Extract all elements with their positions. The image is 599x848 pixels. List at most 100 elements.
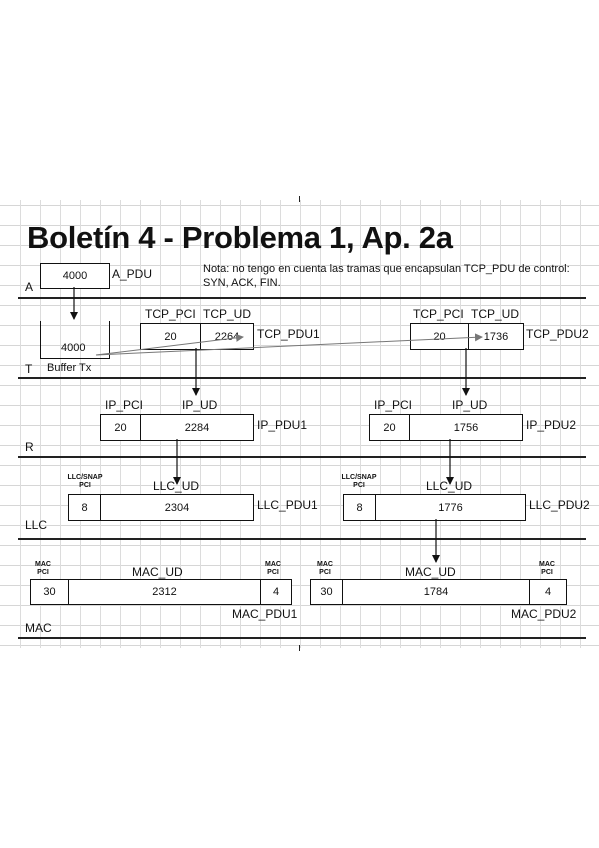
layer-label-t: T [25,362,33,376]
mac2-ud-cell: 1784 [343,580,530,604]
ip-pdu2-box: 20 1756 [369,414,523,441]
mac1-pci-cell: 30 [31,580,69,604]
mac1-ud-label: MAC_UD [132,565,183,579]
llc1-pci-label-line2: PCI [79,482,91,489]
grid-line-vertical [20,200,21,648]
llc1-pci-label-line1: LLC/SNAP [67,474,103,481]
grid-line-horizontal [0,505,599,506]
grid-line-horizontal [0,425,599,426]
layer-label-a: A [25,280,34,294]
a-pdu-value: 4000 [62,270,88,282]
layer-label-r: R [25,440,34,454]
tcp-pdu1-box: 20 2264 [140,323,254,350]
tcp2-ud-cell: 1736 [483,330,509,343]
mac2-tail-label-line1: MAC [539,561,555,568]
ip2-pci-cell: 20 [370,415,410,440]
mac2-tail-label-line2: PCI [541,569,553,576]
tcp-pdu2-box: 20 1736 [410,323,524,350]
llc-pdu2-label: LLC_PDU2 [529,498,590,512]
layer-line-llc [18,538,586,540]
mac2-ud-label: MAC_UD [405,565,456,579]
grid-line-horizontal [0,545,599,546]
mac2-pci-label-line1: MAC [317,561,333,568]
ip-pdu2-label: IP_PDU2 [526,418,577,432]
grid-line-vertical [320,200,321,648]
ip2-ud-cell: 1756 [453,421,479,434]
grid-line-vertical [580,200,581,648]
layer-line-t [18,377,586,379]
grid-line-vertical [340,200,341,648]
bottom-tick-mark [299,645,300,651]
mac2-pci-label-line2: PCI [319,569,331,576]
mac2-tail-label: MAC PCI [532,561,562,577]
llc1-pci-label: LLC/SNAP PCI [62,474,108,490]
mac1-ud-cell: 2312 [69,580,261,604]
ip1-pci-label: IP_PCI [105,398,144,412]
llc1-pci-cell: 8 [69,495,101,520]
grid-line-horizontal [0,585,599,586]
grid-line-vertical [60,200,61,648]
page-title: Boletín 4 - Problema 1, Ap. 2a [27,220,453,255]
llc2-pci-label-line1: LLC/SNAP [341,474,377,481]
grid-line-vertical [300,200,301,648]
ip1-pci-cell: 20 [101,415,141,440]
llc2-pci-label: LLC/SNAP PCI [336,474,382,490]
buffer-tx-value: 4000 [61,342,86,354]
buffer-tx-box [40,321,110,359]
mac1-pci-label: MAC PCI [28,561,58,577]
grid-line-vertical [260,200,261,648]
mac1-tail-label-line1: MAC [265,561,281,568]
grid-line-horizontal [0,305,599,306]
layer-label-llc: LLC [25,518,48,532]
layer-label-mac: MAC [25,621,52,635]
grid-line-horizontal [0,225,599,226]
mac-pdu2-label: MAC_PDU2 [511,607,577,621]
grid-line-horizontal [0,605,599,606]
llc1-ud-cell: 2304 [164,501,190,514]
mac1-tail-cell: 4 [272,586,280,598]
ip1-ud-cell: 2284 [184,421,210,434]
grid-line-horizontal [0,365,599,366]
mac1-tail-label-line2: PCI [267,569,279,576]
grid-line-vertical [40,200,41,648]
mac2-pci-cell: 30 [311,580,343,604]
arrow-buffer-to-tcp2 [95,333,483,356]
tcp2-pci-label: TCP_PCI [413,307,464,321]
grid-line-vertical [280,200,281,648]
buffer-tx-label: Buffer Tx [47,362,92,374]
mac1-pci-label-line2: PCI [37,569,49,576]
llc2-ud-label: LLC_UD [426,479,473,493]
arrow-buffer-to-tcp1 [95,333,244,356]
grid-line-horizontal [0,385,599,386]
llc-pdu2-box: 8 1776 [343,494,526,521]
note-text: Nota: no tengo en cuenta las tramas que … [203,263,570,289]
top-tick-mark [299,196,300,202]
llc2-pci-label-line2: PCI [353,482,365,489]
tcp-pdu1-label: TCP_PDU1 [257,327,320,341]
grid-line-vertical [540,200,541,648]
ip2-pci-label: IP_PCI [374,398,413,412]
ip1-ud-label: IP_UD [182,398,218,412]
tcp1-pci-label: TCP_PCI [145,307,196,321]
grid-line-horizontal [0,445,599,446]
mac2-pci-label: MAC PCI [310,561,340,577]
tcp1-ud-label: TCP_UD [203,307,252,321]
grid-line-horizontal [0,285,599,286]
llc2-ud-cell: 1776 [438,501,463,514]
mac1-pci-label-line1: MAC [35,561,51,568]
layer-line-r [18,456,586,458]
tcp-pdu2-label: TCP_PDU2 [526,327,589,341]
layer-line-mac [18,637,586,639]
tcp1-pci-cell: 20 [141,324,201,349]
grid-line-horizontal [0,465,599,466]
mac-pdu1-label: MAC_PDU1 [232,607,298,621]
mac1-tail-label: MAC PCI [258,561,288,577]
mac2-tail-cell: 4 [544,586,552,598]
llc1-ud-label: LLC_UD [153,479,200,493]
tcp2-ud-label: TCP_UD [471,307,520,321]
mac-pdu1-box: 30 2312 4 [30,579,292,605]
grid-line-horizontal [0,265,599,266]
a-pdu-label: A_PDU [112,267,153,281]
